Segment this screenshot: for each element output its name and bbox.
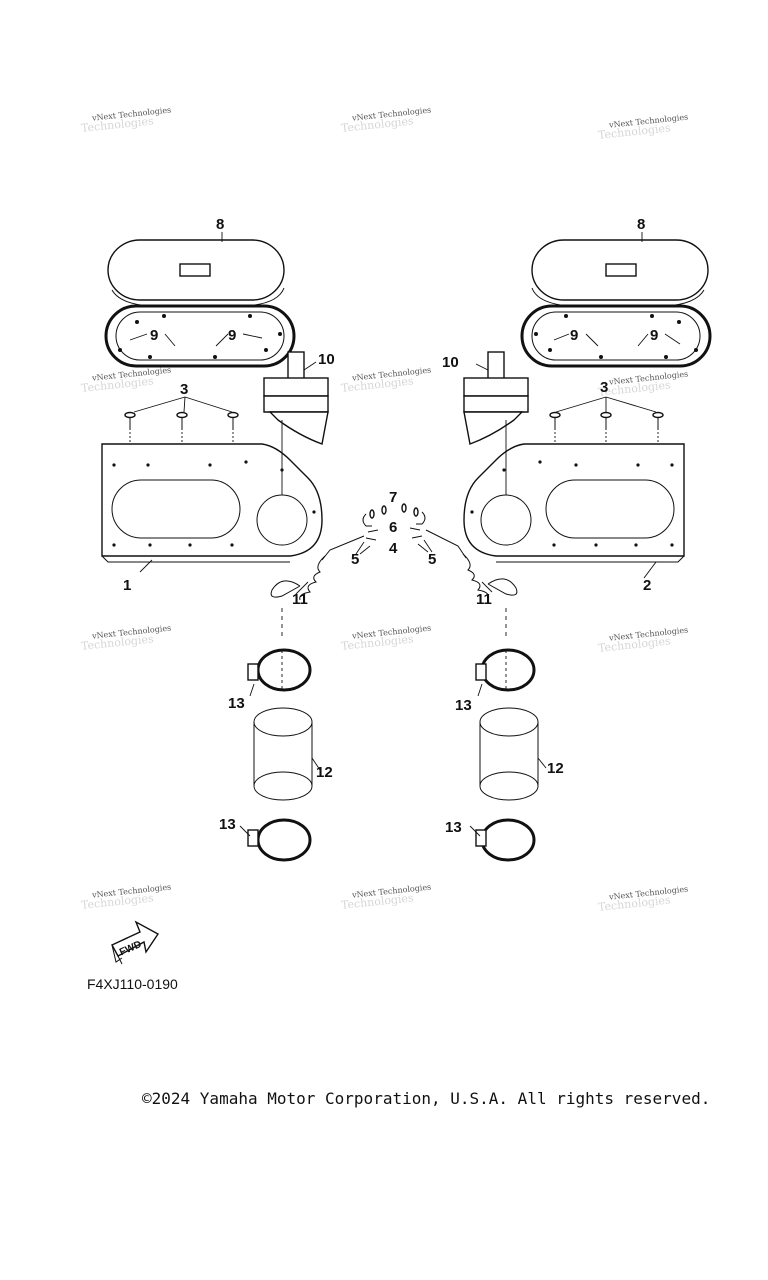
part-labels: 8 8 9 9 9 9 10 10 3 3 7 6 4 5 5 1 2 11 1… [123, 216, 658, 836]
part-label-5-right: 5 [428, 551, 436, 568]
watermark: Technologies vNext Technologies [340, 623, 431, 652]
fwd-arrow-icon: FWD [111, 920, 160, 965]
part-label-10-left: 10 [318, 351, 335, 368]
plate-right [463, 443, 685, 563]
right-assembly [401, 232, 712, 862]
part-label-7: 7 [389, 489, 397, 506]
hatch-ring-left [104, 304, 296, 368]
hatch-cover-right [531, 239, 709, 307]
watermark: Technologies vNext Technologies [597, 112, 688, 141]
part-label-12-right: 12 [547, 760, 564, 777]
screws-3-left [124, 396, 239, 430]
watermark: Technologies vNext Technologies [597, 369, 688, 398]
part-label-8-left: 8 [216, 216, 224, 233]
watermark: Technologies vNext Technologies [340, 105, 431, 134]
part-label-13-right-top: 13 [455, 697, 472, 714]
watermark: Technologies vNext Technologies [340, 365, 431, 394]
watermark: Technologies vNext Technologies [80, 882, 171, 911]
watermark: Technologies vNext Technologies [597, 884, 688, 913]
hose-left [253, 707, 321, 801]
part-label-10-right: 10 [442, 354, 459, 371]
part-label-13-left-top: 13 [228, 695, 245, 712]
plate-left [101, 443, 323, 563]
part-label-13-right-bottom: 13 [445, 819, 462, 836]
part-label-9-right-b: 9 [650, 327, 658, 344]
part-label-13-left-bottom: 13 [219, 816, 236, 833]
part-label-11-left: 11 [292, 591, 308, 608]
pin-parts-right [401, 503, 433, 553]
hose-clamp-left-bottom [239, 818, 312, 862]
ventilator-left [263, 351, 329, 445]
hose-clamp-left-top [247, 648, 312, 697]
part-label-4: 4 [389, 540, 398, 557]
part-label-9-right-a: 9 [570, 327, 578, 344]
watermark: Technologies vNext Technologies [340, 882, 431, 911]
hatch-ring-right [520, 304, 712, 368]
watermark: Technologies vNext Technologies [80, 365, 171, 394]
part-label-8-right: 8 [637, 216, 645, 233]
hose-clamp-right-top [475, 648, 536, 697]
copyright-notice: ©2024 Yamaha Motor Corporation, U.S.A. A… [142, 1089, 711, 1108]
screws-3-right [549, 396, 664, 430]
hatch-cover-left [107, 239, 285, 307]
lanyard-left [270, 535, 365, 601]
hose-clamp-right-bottom [469, 818, 536, 862]
part-label-3-left: 3 [180, 381, 188, 398]
part-label-1: 1 [123, 577, 131, 594]
part-label-9-left-b: 9 [228, 327, 236, 344]
pin-parts-left [355, 505, 387, 555]
ventilator-right [463, 351, 529, 445]
watermark: Technologies vNext Technologies [80, 105, 171, 134]
part-label-11-right: 11 [476, 591, 492, 608]
part-label-3-right: 3 [600, 379, 608, 396]
watermark: Technologies vNext Technologies [80, 623, 171, 652]
diagram-code: F4XJ110-0190 [87, 976, 178, 992]
part-label-6: 6 [389, 519, 397, 536]
lanyard-right [425, 529, 518, 599]
watermark: Technologies vNext Technologies [597, 625, 688, 654]
hose-right [479, 707, 547, 801]
part-label-9-left-a: 9 [150, 327, 158, 344]
part-label-12-left: 12 [316, 764, 333, 781]
part-label-2: 2 [643, 577, 651, 594]
part-label-5-left: 5 [351, 551, 359, 568]
left-assembly [101, 232, 387, 862]
